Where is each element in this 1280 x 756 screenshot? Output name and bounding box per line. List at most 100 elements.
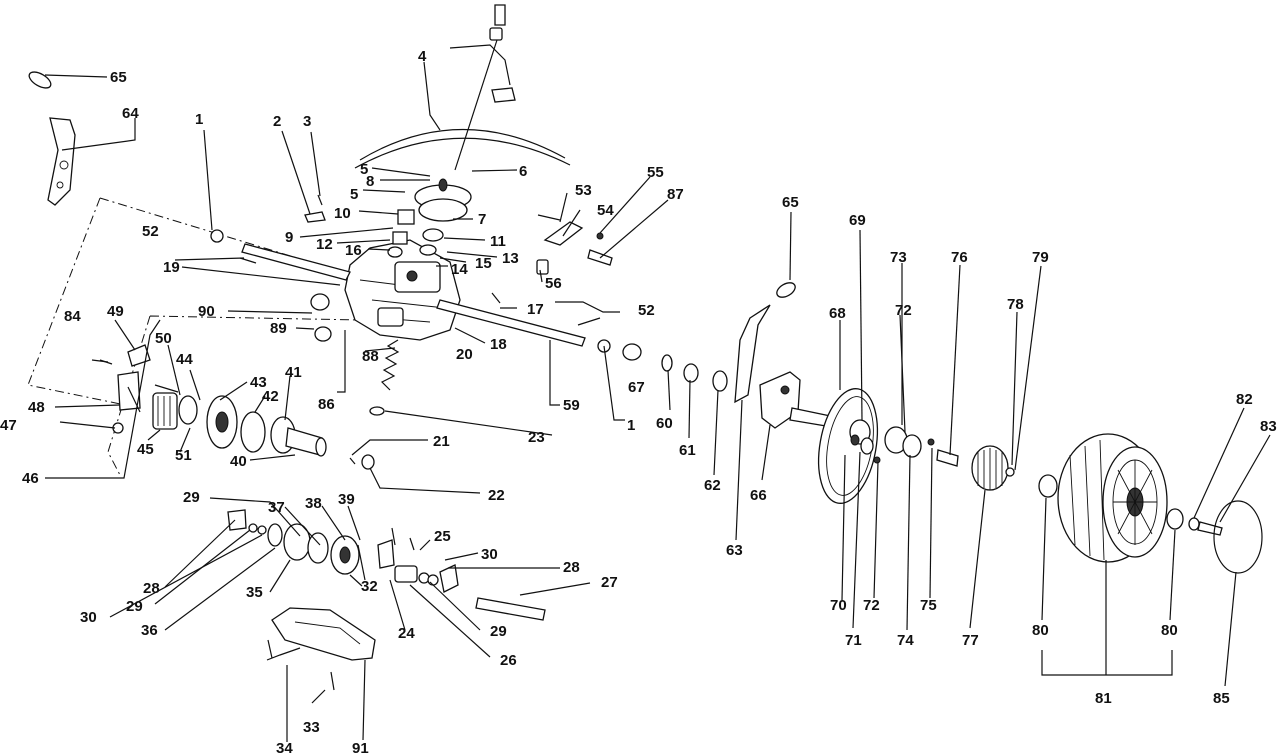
callout-32: 32 — [361, 578, 378, 595]
bushing-80a — [1038, 474, 1058, 498]
callout-12: 12 — [316, 236, 333, 253]
callout-34: 34 — [276, 740, 293, 756]
callout-71: 71 — [845, 632, 862, 649]
callout-40: 40 — [230, 453, 247, 470]
callout-63: 63 — [726, 542, 743, 559]
callout-72b: 72 — [863, 597, 880, 614]
gearbox-housing — [344, 239, 461, 341]
callout-90: 90 — [198, 303, 215, 320]
washer-82 — [1188, 517, 1200, 531]
callout-28a: 28 — [143, 580, 160, 597]
callout-8: 8 — [366, 173, 374, 190]
callout-80a: 80 — [1032, 622, 1049, 639]
bushing-89 — [314, 326, 332, 342]
callout-42: 42 — [262, 388, 279, 405]
callout-43: 43 — [250, 374, 267, 391]
bushing-80b — [1166, 508, 1184, 530]
callout-51: 51 — [175, 447, 192, 464]
callout-37: 37 — [268, 499, 285, 516]
axle-59 — [436, 299, 586, 347]
pin-76 — [936, 449, 959, 467]
cable-fitting-top — [449, 4, 516, 171]
ratchet-77 — [971, 445, 1009, 491]
callout-68: 68 — [829, 305, 846, 322]
callout-11: 11 — [490, 233, 506, 250]
control-lever-54 — [536, 214, 613, 275]
washer-61 — [683, 363, 699, 383]
callout-49: 49 — [107, 303, 124, 320]
callout-83: 83 — [1260, 418, 1277, 435]
callout-45: 45 — [137, 441, 154, 458]
callout-38: 38 — [305, 495, 322, 512]
callout-53: 53 — [575, 182, 592, 199]
callout-88: 88 — [362, 348, 379, 365]
callout-86: 86 — [318, 396, 335, 413]
callout-2: 2 — [273, 113, 281, 130]
callout-18: 18 — [490, 336, 507, 353]
callout-5a: 5 — [360, 161, 368, 178]
callout-56: 56 — [545, 275, 562, 292]
callout-48: 48 — [28, 399, 45, 416]
callout-79: 79 — [1032, 249, 1049, 266]
bracket-64 — [28, 71, 76, 206]
pulley-68 — [817, 388, 881, 504]
callout-89: 89 — [270, 320, 287, 337]
callout-77: 77 — [962, 632, 979, 649]
callout-24: 24 — [398, 625, 415, 642]
part-23 — [369, 406, 385, 416]
callout-54: 54 — [597, 202, 614, 219]
callout-9: 9 — [285, 229, 293, 246]
pin-52a — [239, 257, 257, 264]
axle-19 — [241, 243, 351, 281]
bushing-67 — [622, 343, 642, 361]
callout-66: 66 — [750, 487, 767, 504]
part-16 — [387, 246, 403, 258]
callout-1b: 1 — [627, 417, 635, 434]
callout-64: 64 — [122, 105, 139, 122]
screw-3 — [317, 194, 323, 206]
callout-5b: 5 — [350, 186, 358, 203]
bottom-cover-34 — [267, 607, 376, 691]
callout-44: 44 — [176, 351, 193, 368]
alignment-frame — [27, 197, 361, 476]
washer-22 — [361, 454, 375, 470]
callout-6: 6 — [519, 163, 527, 180]
callout-65b: 65 — [782, 194, 799, 211]
callout-76: 76 — [951, 249, 968, 266]
callout-19: 19 — [163, 259, 180, 276]
callout-29b: 29 — [126, 598, 143, 615]
callout-91: 91 — [352, 740, 369, 756]
washer-1a — [210, 229, 224, 243]
gear-stack-lower — [227, 509, 546, 621]
callout-23: 23 — [528, 429, 545, 446]
pin-21 — [349, 457, 356, 465]
spring-20 — [380, 339, 400, 391]
callout-39: 39 — [338, 491, 355, 508]
callout-82: 82 — [1236, 391, 1253, 408]
callout-29c: 29 — [490, 623, 507, 640]
callout-52a: 52 — [142, 223, 159, 240]
bolt-83 — [1197, 521, 1223, 536]
callout-85: 85 — [1213, 690, 1230, 707]
callout-30b: 30 — [481, 546, 498, 563]
callout-80b: 80 — [1161, 622, 1178, 639]
part-12 — [392, 231, 408, 245]
callout-41: 41 — [285, 364, 302, 381]
callout-67: 67 — [628, 379, 645, 396]
callout-21: 21 — [433, 433, 450, 450]
callout-59: 59 — [563, 397, 580, 414]
callout-36: 36 — [141, 622, 158, 639]
callout-72a: 72 — [895, 302, 912, 319]
callout-50: 50 — [155, 330, 172, 347]
callout-46: 46 — [22, 470, 39, 487]
clip-78 — [1005, 467, 1015, 477]
callout-28b: 28 — [563, 559, 580, 576]
callout-74: 74 — [897, 632, 914, 649]
callout-1a: 1 — [195, 111, 203, 128]
callout-17: 17 — [527, 301, 544, 318]
grip-65 — [776, 282, 796, 298]
callout-labels: 65 64 1 2 3 4 5 5 6 7 8 9 10 11 12 13 14… — [0, 48, 1277, 756]
part-10 — [397, 209, 415, 225]
callout-22: 22 — [488, 487, 505, 504]
